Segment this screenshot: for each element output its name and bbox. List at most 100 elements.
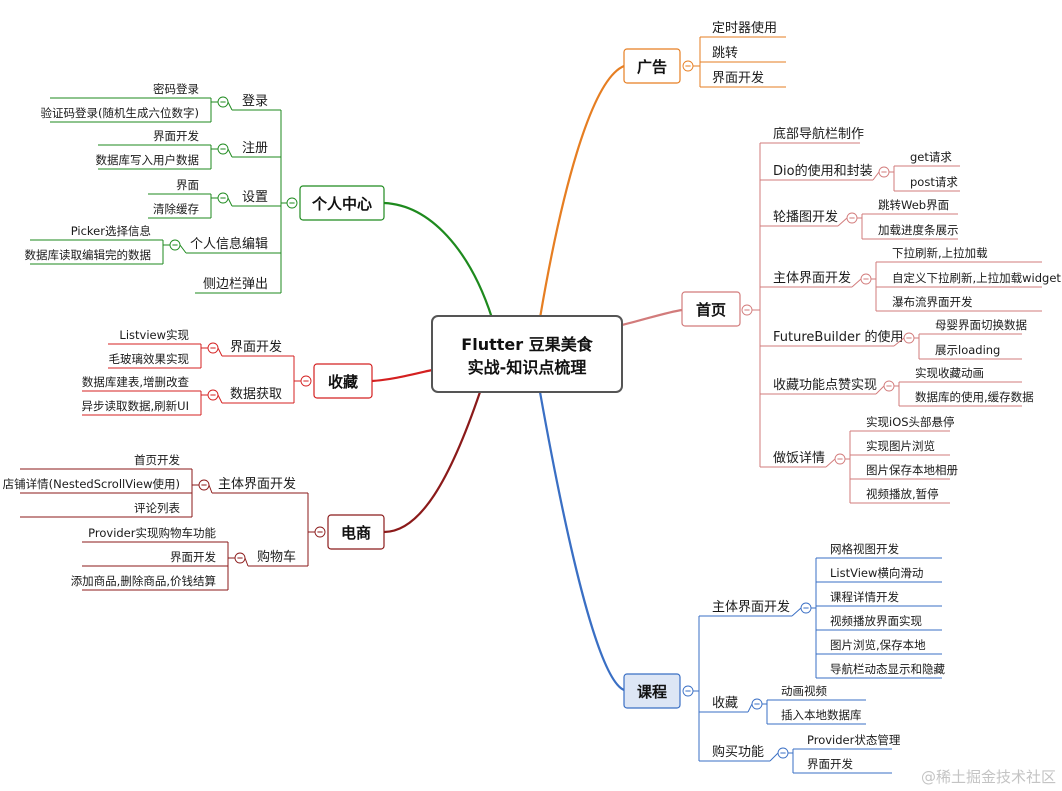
subtopic-favorites: 界面开发: [230, 339, 282, 355]
connector: [227, 148, 233, 158]
leaf-node: 首页开发: [134, 453, 180, 467]
branch-home[interactable]: 首页: [681, 291, 741, 327]
collapse-toggle[interactable]: [169, 239, 181, 251]
leaf-node: 实现图片浏览: [866, 439, 935, 453]
branch-personal[interactable]: 个人中心: [299, 185, 385, 221]
leaf-node: 图片保存本地相册: [866, 463, 958, 477]
leaf-node: get请求: [910, 150, 952, 164]
leaf-node: 课程详情开发: [830, 590, 899, 604]
leaf-node: 验证码登录(随机生成六位数字): [41, 106, 199, 120]
connector: [893, 337, 905, 347]
leaf-node: 数据库的使用,缓存数据: [915, 390, 1034, 404]
leaf-node: Provider状态管理: [807, 733, 901, 747]
subtopic-favorites: 数据获取: [230, 387, 282, 402]
leaf-node: 图片浏览,保存本地: [830, 638, 926, 652]
collapse-toggle[interactable]: [234, 552, 246, 564]
subtopic-ecommerce: 购物车: [257, 549, 296, 565]
leaf-node: 展示loading: [935, 343, 1000, 357]
leaf-node: 瀑布流界面开发: [892, 295, 973, 309]
subtopic-ad: 跳转: [712, 46, 738, 61]
branch-curve-personal: [383, 201, 494, 319]
subtopic-personal: 登录: [242, 94, 268, 109]
branch-curve-ecommerce: [383, 391, 482, 534]
subtopic-home: FutureBuilder 的使用: [773, 329, 904, 345]
collapse-toggle[interactable]: [198, 479, 210, 491]
branch-curve-favorites: [371, 368, 433, 383]
subtopic-course: 收藏: [712, 696, 738, 711]
branch-ecommerce[interactable]: 电商: [327, 514, 385, 550]
collapse-toggle[interactable]: [682, 685, 694, 697]
leaf-node: 店铺详情(NestedScrollView使用): [3, 477, 180, 491]
leaf-node: 动画视频: [781, 684, 827, 698]
collapse-toggle[interactable]: [777, 747, 789, 759]
collapse-toggle[interactable]: [741, 304, 753, 316]
subtopic-personal: 侧边栏弹出: [203, 277, 268, 292]
leaf-node: 界面: [176, 178, 199, 192]
connector: [769, 752, 779, 762]
branch-course[interactable]: 课程: [623, 673, 681, 709]
collapse-toggle[interactable]: [883, 380, 895, 392]
leaf-node: 视频播放界面实现: [830, 614, 922, 628]
leaf-node: 视频播放,暂停: [866, 487, 939, 501]
collapse-toggle[interactable]: [751, 698, 763, 710]
connector: [791, 607, 802, 617]
connector: [837, 217, 848, 227]
central-title-line1: Flutter 豆果美食: [461, 335, 593, 354]
leaf-node: 数据库建表,增删改查: [82, 375, 190, 389]
leaf-node: 密码登录: [153, 82, 199, 96]
connector: [227, 197, 233, 207]
leaf-node: 界面开发: [153, 129, 199, 143]
connector: [872, 171, 880, 181]
central-title-line2: 实战-知识点梳理: [468, 358, 587, 377]
collapse-toggle[interactable]: [860, 273, 872, 285]
connector: [208, 484, 213, 494]
connector: [747, 703, 753, 713]
leaf-node: 界面开发: [170, 550, 216, 564]
collapse-toggle[interactable]: [903, 332, 915, 344]
collapse-toggle[interactable]: [300, 375, 312, 387]
collapse-toggle[interactable]: [314, 526, 326, 538]
subtopic-home: 主体界面开发: [773, 270, 851, 286]
collapse-toggle[interactable]: [834, 453, 846, 465]
connector: [217, 347, 223, 357]
leaf-node: 异步读取数据,刷新UI: [82, 399, 189, 413]
subtopic-home: 收藏功能点赞实现: [773, 378, 877, 393]
leaf-node: 毛玻璃效果实现: [109, 352, 190, 366]
subtopic-personal: 个人信息编辑: [190, 236, 268, 252]
branch-course-label: 课程: [637, 683, 667, 701]
collapse-toggle[interactable]: [217, 192, 229, 204]
subtopic-ecommerce: 主体界面开发: [218, 476, 296, 492]
leaf-node: Provider实现购物车功能: [88, 526, 216, 540]
leaf-node: ListView横向滑动: [830, 566, 923, 580]
collapse-toggle[interactable]: [207, 389, 219, 401]
leaf-node: 界面开发: [807, 757, 853, 771]
branch-curve-home: [621, 308, 683, 327]
subtopic-home: 底部导航栏制作: [773, 126, 864, 142]
leaf-node: 实现收藏动画: [915, 366, 984, 380]
leaf-node: Picker选择信息: [71, 224, 151, 238]
subtopic-ad: 定时器使用: [712, 20, 777, 36]
connector: [244, 557, 249, 567]
branch-ad-box: [623, 48, 681, 84]
leaf-node: 数据库写入用户数据: [96, 153, 200, 167]
leaf-node: 加载进度条展示: [878, 223, 959, 237]
leaf-node: Listview实现: [119, 328, 189, 342]
branch-favorites-label: 收藏: [328, 373, 358, 391]
collapse-toggle[interactable]: [217, 143, 229, 155]
branch-ecommerce-label: 电商: [341, 524, 371, 542]
branch-ad-label: 广告: [637, 58, 667, 76]
collapse-toggle[interactable]: [846, 212, 858, 224]
collapse-toggle[interactable]: [800, 602, 812, 614]
branch-ad[interactable]: 广告: [623, 48, 681, 84]
collapse-toggle[interactable]: [682, 60, 694, 72]
leaf-node: 添加商品,删除商品,价钱结算: [71, 574, 216, 588]
collapse-toggle[interactable]: [207, 342, 219, 354]
branch-curve-course: [538, 391, 625, 692]
collapse-toggle[interactable]: [878, 166, 890, 178]
collapse-toggle[interactable]: [217, 96, 229, 108]
leaf-node: 下拉刷新,上拉加载: [892, 246, 988, 260]
collapse-toggle[interactable]: [286, 197, 298, 209]
branch-favorites[interactable]: 收藏: [313, 363, 373, 399]
